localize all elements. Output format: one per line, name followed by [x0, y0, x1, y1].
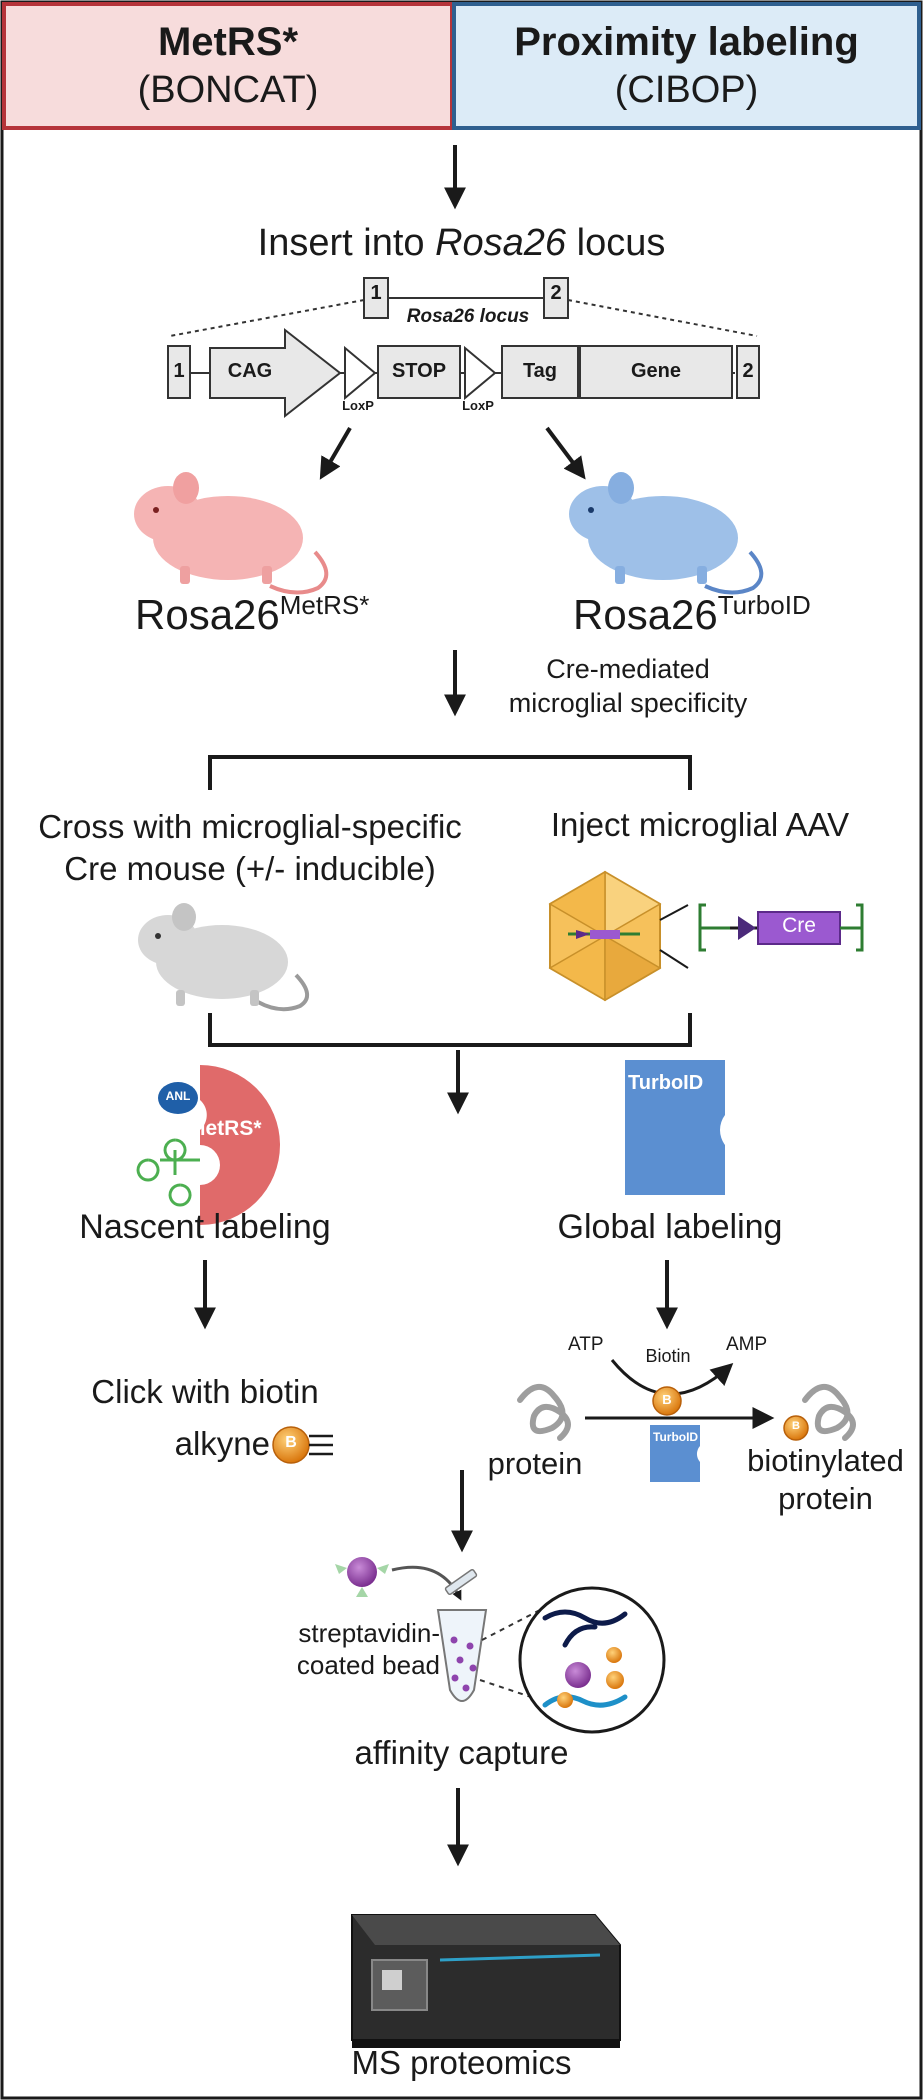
turboid-mouse-label-base: Rosa26 — [573, 591, 718, 638]
left-header: MetRS* (BONCAT) — [4, 4, 452, 128]
capture-zoom-icon — [518, 1586, 666, 1734]
protein-biotin-badge: B — [792, 1420, 800, 1432]
click-label-line-1: Click with biotin — [91, 1373, 319, 1410]
cag-promoter-arrow — [209, 327, 342, 419]
zoom-line-a — [481, 1609, 541, 1641]
anl-label: ANL — [165, 1089, 191, 1103]
expansion-line-right — [567, 299, 758, 337]
expansion-line-left — [169, 299, 365, 337]
left-header-box — [2, 2, 454, 130]
protein-label: protein — [487, 1446, 583, 1481]
insert-title-suffix: locus — [566, 222, 666, 264]
cre-construct-icon — [698, 903, 864, 952]
bead-label: streptavidin- coated bead — [268, 1617, 440, 1681]
tag-label: Tag — [522, 360, 558, 382]
affinity-capture-label: affinity capture — [354, 1734, 569, 1771]
click-label-line-2: alkyne — [174, 1425, 270, 1462]
metrs-mouse-label-base: Rosa26 — [135, 591, 280, 638]
gene-label: Gene — [630, 360, 682, 382]
branch-bracket-bottom — [208, 1013, 692, 1047]
bead-label-line-2: coated bead — [296, 1650, 440, 1680]
loxp-site-2 — [464, 345, 497, 401]
cassette-exon-2 — [736, 345, 760, 399]
loxp-2-label: LoxP — [462, 398, 494, 413]
protein-biotin-icon — [783, 1415, 809, 1441]
zoom-line-top — [659, 904, 689, 921]
left-header-title: MetRS* — [157, 20, 299, 64]
biotinylated-protein-label-line-1: biotinylated — [747, 1443, 904, 1478]
locus-exon-2-label: 2 — [550, 282, 562, 304]
metrs-mouse-icon — [134, 472, 329, 595]
protein-icon — [517, 1384, 571, 1441]
insert-title-prefix: Insert into — [257, 222, 436, 264]
turboid-mouse-label: Rosa26TurboID — [573, 590, 811, 639]
stop-cassette — [377, 345, 461, 399]
turboid-small-icon — [650, 1425, 700, 1482]
turboid-small-label: TurboID — [653, 1430, 699, 1444]
turboid-enzyme-icon — [625, 1060, 725, 1195]
tag-block — [501, 345, 579, 399]
ms-proteomics-label: MS proteomics — [351, 2044, 572, 2081]
turboid-mouse-label-sup: TurboID — [717, 590, 811, 620]
right-header-box — [452, 2, 921, 130]
inject-label: Inject microglial AAV — [550, 806, 850, 843]
cross-label-line-2: Cre mouse (+/- inducible) — [64, 850, 436, 887]
locus-exon-1 — [363, 277, 389, 319]
left-header-subtitle: (BONCAT) — [137, 69, 319, 111]
right-header-subtitle: (CIBOP) — [614, 69, 759, 111]
tube-icon — [436, 1569, 488, 1702]
atp-label: ATP — [568, 1334, 604, 1355]
right-header: Proximity labeling (CIBOP) — [454, 4, 919, 128]
locus-exon-2 — [543, 277, 569, 319]
biotin-alkyne-badge: B — [285, 1434, 297, 1451]
cre-mouse-icon — [138, 903, 309, 1012]
biotin-alkyne-icon — [272, 1426, 333, 1464]
gene-block — [579, 345, 733, 399]
cre-construct-label: Cre — [782, 914, 816, 937]
turboid-enzyme-label: TurboID — [628, 1072, 704, 1094]
cross-label: Cross with microglial-specific Cre mouse… — [0, 806, 500, 890]
locus-exon-1-label: 1 — [370, 282, 382, 304]
turboid-mouse-icon — [569, 472, 764, 595]
stop-label: STOP — [391, 360, 447, 382]
biotin-icon — [652, 1386, 682, 1416]
insert-title-italic: Rosa26 — [435, 222, 567, 264]
cre-note: Cre-mediated microglial specificity — [478, 652, 778, 720]
cre-note-line-1: Cre-mediated — [546, 654, 710, 684]
branch-bracket-top — [208, 755, 692, 790]
global-labeling-label: Global labeling — [557, 1208, 783, 1246]
biotinylated-protein-icon — [802, 1384, 856, 1441]
cre-note-line-2: microglial specificity — [508, 688, 748, 718]
cross-label-line-1: Cross with microglial-specific — [38, 808, 462, 845]
biotinylated-protein-label: biotinylated protein — [728, 1442, 923, 1518]
cag-label: CAG — [227, 360, 273, 382]
locus-label: Rosa26 locus — [406, 306, 530, 327]
arrow-to-metrs-mouse — [319, 426, 352, 480]
nascent-labeling-label: Nascent labeling — [79, 1208, 331, 1246]
zoom-line-bottom — [659, 949, 689, 969]
amp-label: AMP — [726, 1334, 768, 1355]
insert-title: Insert into Rosa26 locus — [0, 222, 923, 265]
biotin-label: Biotin — [645, 1346, 691, 1366]
mass-spectrometer-icon — [351, 1914, 621, 2048]
biotin-badge: B — [662, 1392, 672, 1407]
streptavidin-bead-icon — [335, 1557, 389, 1597]
cassette-exon-1-label: 1 — [173, 360, 185, 382]
aav-capsid-icon — [548, 870, 662, 1002]
arrow-to-turboid-mouse — [545, 426, 586, 480]
biotinylated-protein-label-line-2: protein — [778, 1481, 873, 1516]
metrs-enzyme-icon — [136, 1065, 280, 1225]
bead-label-line-1: streptavidin- — [298, 1618, 440, 1648]
metrs-mouse-label: Rosa26MetRS* — [135, 590, 369, 639]
loxp-site-1 — [344, 345, 377, 401]
cassette-exon-2-label: 2 — [742, 360, 754, 382]
metrs-enzyme-label: MetRS* — [188, 1117, 262, 1140]
right-header-title: Proximity labeling — [514, 20, 859, 64]
cassette-exon-1 — [167, 345, 191, 399]
loxp-1-label: LoxP — [342, 398, 374, 413]
metrs-mouse-label-sup: MetRS* — [279, 590, 370, 620]
